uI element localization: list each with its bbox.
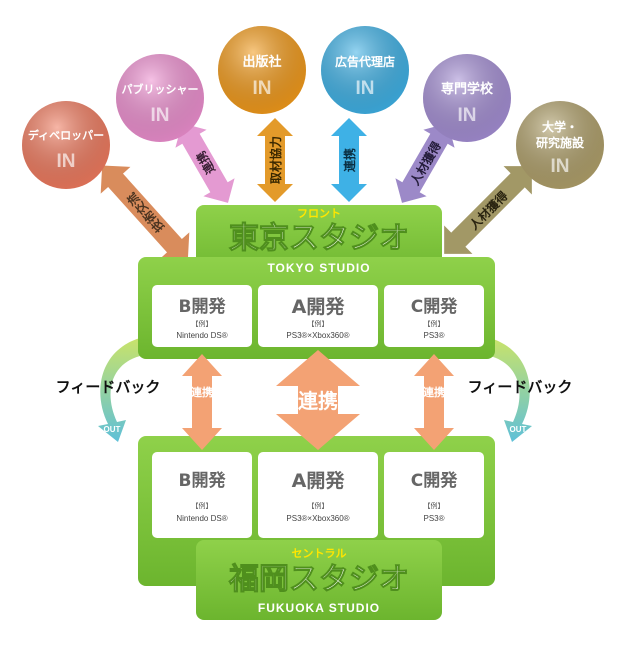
link-label-char: 連携	[423, 385, 445, 399]
source-label: 広告代理店	[335, 54, 395, 69]
fukuoka-footer	[196, 540, 442, 620]
tokyo-unit-b: B開発 【例】 Nintendo DS®	[152, 285, 252, 347]
feedback-right: OUT フィードバック	[468, 338, 573, 442]
unit-example: 【例】	[192, 319, 213, 328]
unit-title: C開発	[411, 296, 458, 317]
source-label: 専門学校	[441, 81, 494, 97]
feedback-label: フィードバック	[56, 378, 161, 396]
double-arrow	[175, 123, 235, 203]
link-label: 連携	[298, 389, 338, 413]
unit-platform: Nintendo DS®	[176, 331, 227, 340]
source-label: 出版社	[242, 54, 281, 70]
tokyo-studio: フロント 東京スタジオ TOKYO STUDIO B開発 【例】 Nintend…	[138, 205, 495, 359]
unit-box	[258, 285, 378, 347]
double-arrow	[257, 118, 293, 202]
source-developer: ディベロッパー IN	[22, 101, 110, 189]
feedback-label: フィードバック	[468, 378, 573, 396]
link-label: 連携	[423, 385, 445, 399]
double-arrow	[395, 123, 455, 203]
tokyo-unit-c: C開発 【例】 PS3®	[384, 285, 484, 347]
link-arrow-a: 連携	[276, 350, 360, 450]
unit-platform: Nintendo DS®	[176, 514, 227, 523]
connector-label: 取材協力	[268, 136, 283, 184]
unit-title: B開発	[179, 296, 227, 317]
unit-title: A開発	[292, 469, 346, 492]
fukuoka-ruby: セントラル	[292, 547, 347, 560]
unit-title: B開発	[179, 470, 227, 491]
unit-title: A開発	[292, 295, 346, 318]
unit-box	[152, 452, 252, 538]
source-in: IN	[551, 156, 570, 177]
connector-developer: 技術交流	[100, 165, 190, 261]
unit-example: 【例】	[308, 501, 329, 510]
unit-box	[152, 285, 252, 347]
source-in: IN	[253, 78, 272, 99]
tokyo-unit-a: A開発 【例】 PS3®×Xbox360®	[258, 285, 378, 347]
link-arrow-b: 連携	[182, 354, 222, 450]
source-label: 大学・	[542, 119, 578, 134]
double-arrow	[444, 166, 532, 254]
source-label: ディベロッパー	[28, 128, 104, 142]
connector-label: 技術交流	[124, 190, 167, 236]
unit-box	[384, 285, 484, 347]
tokyo-ruby: フロント	[297, 207, 341, 220]
link-label: 連携	[191, 385, 213, 399]
source-label: 研究施設	[536, 135, 585, 150]
source-agency: 広告代理店 IN	[321, 26, 409, 114]
source-school: 専門学校 IN	[423, 54, 511, 142]
unit-example: 【例】	[424, 501, 445, 510]
unit-platform: PS3®×Xbox360®	[286, 331, 349, 340]
double-arrow	[331, 118, 367, 202]
connector-agency: 連携	[331, 118, 367, 202]
connector-arrows: 技術交流 連携 取材協力 連携 人材獲得 人材獲得	[100, 118, 532, 261]
fukuoka-name: 福岡スタジオ	[228, 562, 409, 597]
unit-example: 【例】	[192, 501, 213, 510]
double-arrow	[414, 354, 454, 450]
source-in: IN	[458, 105, 477, 126]
fukuoka-studio: B開発 【例】 Nintendo DS® A開発 【例】 PS3®×Xbox36…	[138, 436, 495, 620]
link-label-char: 連携	[191, 385, 213, 399]
feedback-left: OUT フィードバック	[56, 338, 161, 442]
fukuoka-english: FUKUOKA STUDIO	[258, 601, 380, 615]
fukuoka-unit-c: C開発 【例】 PS3®	[384, 452, 484, 538]
source-university: 大学・ 研究施設 IN	[516, 101, 604, 189]
unit-example: 【例】	[308, 319, 329, 328]
feedback-out: OUT	[104, 425, 121, 434]
feedback-out: OUT	[510, 425, 527, 434]
unit-example: 【例】	[424, 319, 445, 328]
unit-platform: PS3®×Xbox360®	[286, 514, 349, 523]
double-arrow	[276, 350, 360, 450]
source-in: IN	[151, 105, 170, 126]
feedback-arrow	[98, 338, 140, 442]
feedback-arrow	[490, 338, 532, 442]
link-arrows: 連携 連携 連携	[182, 350, 454, 450]
fukuoka-unit-a: A開発 【例】 PS3®×Xbox360®	[258, 452, 378, 538]
unit-title: C開発	[411, 470, 458, 491]
double-arrow	[100, 165, 190, 261]
unit-box	[384, 452, 484, 538]
source-in: IN	[57, 151, 76, 172]
connector-label: 連携	[342, 148, 357, 172]
source-publisher: パブリッシャー IN	[116, 54, 204, 142]
source-press: 出版社 IN	[218, 26, 306, 114]
link-arrow-c: 連携	[414, 354, 454, 450]
double-arrow	[182, 354, 222, 450]
connector-press: 取材協力	[257, 118, 293, 202]
connector-label: 人材獲得	[466, 188, 511, 233]
tokyo-english: TOKYO STUDIO	[267, 261, 370, 275]
tokyo-name: 東京スタジオ	[229, 221, 409, 256]
source-in: IN	[356, 78, 375, 99]
unit-platform: PS3®	[423, 331, 444, 340]
fukuoka-unit-b: B開発 【例】 Nintendo DS®	[152, 452, 252, 538]
unit-box	[258, 452, 378, 538]
unit-platform: PS3®	[423, 514, 444, 523]
source-label: パブリッシャー	[122, 82, 199, 96]
